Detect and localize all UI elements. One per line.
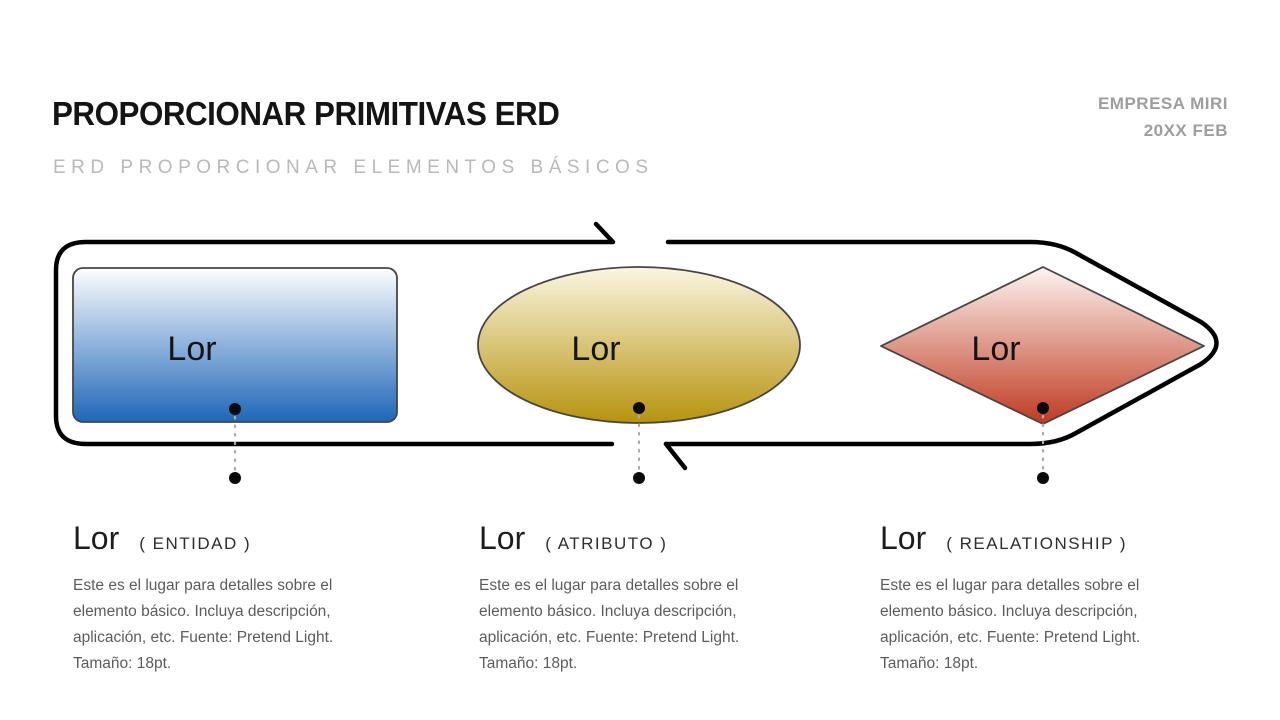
body-line: Este es el lugar para detalles sobre el: [73, 577, 333, 594]
attribute-shape: [477, 266, 801, 424]
attribute-label: Lor: [479, 520, 526, 556]
line-break-top-icon: [593, 221, 616, 245]
body-line: Este es el lugar para detalles sobre el: [880, 577, 1140, 594]
relationship-caption: ( REALATIONSHIP ): [946, 534, 1127, 553]
line-break-bottom-icon: [663, 441, 688, 471]
body-line: elemento básico. Incluya descripción,: [880, 603, 1138, 620]
relationship-shape-label: Lor: [971, 330, 1020, 368]
company-block: EMPRESA MIRI 20XX FEB: [1098, 90, 1228, 144]
entity-description: Lor ( ENTIDAD ) Este es el lugar para de…: [73, 520, 383, 677]
arrow-outline-left: [53, 239, 615, 447]
connector-dot: [229, 472, 241, 484]
connector-dot: [229, 403, 241, 415]
attribute-description: Lor ( ATRIBUTO ) Este es el lugar para d…: [479, 520, 789, 677]
entity-shape: [72, 267, 398, 423]
relationship-description: Lor ( REALATIONSHIP ) Este es el lugar p…: [880, 520, 1190, 677]
body-line: Este es el lugar para detalles sobre el: [479, 577, 739, 594]
entity-label: Lor: [73, 520, 120, 556]
attribute-body: Este es el lugar para detalles sobre el …: [479, 573, 789, 677]
relationship-body: Este es el lugar para detalles sobre el …: [880, 573, 1190, 677]
body-line: Tamaño: 18pt.: [479, 655, 578, 672]
entity-caption: ( ENTIDAD ): [139, 534, 252, 553]
body-line: aplicación, etc. Fuente: Pretend Light.: [880, 629, 1141, 646]
connector-dot: [633, 402, 645, 414]
arrow-outline-right: [663, 239, 1219, 447]
body-line: aplicación, etc. Fuente: Pretend Light.: [73, 629, 334, 646]
connector-dot: [1037, 402, 1049, 414]
attribute-shape-label: Lor: [571, 330, 620, 368]
arrow-outline: [53, 221, 1219, 471]
relationship-shape: [880, 266, 1205, 425]
entity-body: Este es el lugar para detalles sobre el …: [73, 573, 383, 677]
body-line: elemento básico. Incluya descripción,: [73, 603, 331, 620]
page-title: PROPORCIONAR PRIMITIVAS ERD: [52, 95, 560, 132]
body-line: aplicación, etc. Fuente: Pretend Light.: [479, 629, 740, 646]
connector-dots: [229, 402, 1049, 484]
company-name: EMPRESA MIRI: [1097, 94, 1228, 113]
connector-lines: [233, 414, 1045, 472]
connector-dot: [1037, 472, 1049, 484]
body-line: Tamaño: 18pt.: [880, 655, 979, 672]
company-date: 20XX FEB: [1143, 121, 1228, 140]
entity-shape-label: Lor: [167, 330, 216, 368]
page-subtitle: ERD PROPORCIONAR ELEMENTOS BÁSICOS: [53, 157, 654, 178]
attribute-caption: ( ATRIBUTO ): [545, 534, 668, 553]
connector-dot: [633, 472, 645, 484]
body-line: Tamaño: 18pt.: [73, 655, 172, 672]
body-line: elemento básico. Incluya descripción,: [479, 603, 737, 620]
relationship-label: Lor: [880, 520, 927, 556]
